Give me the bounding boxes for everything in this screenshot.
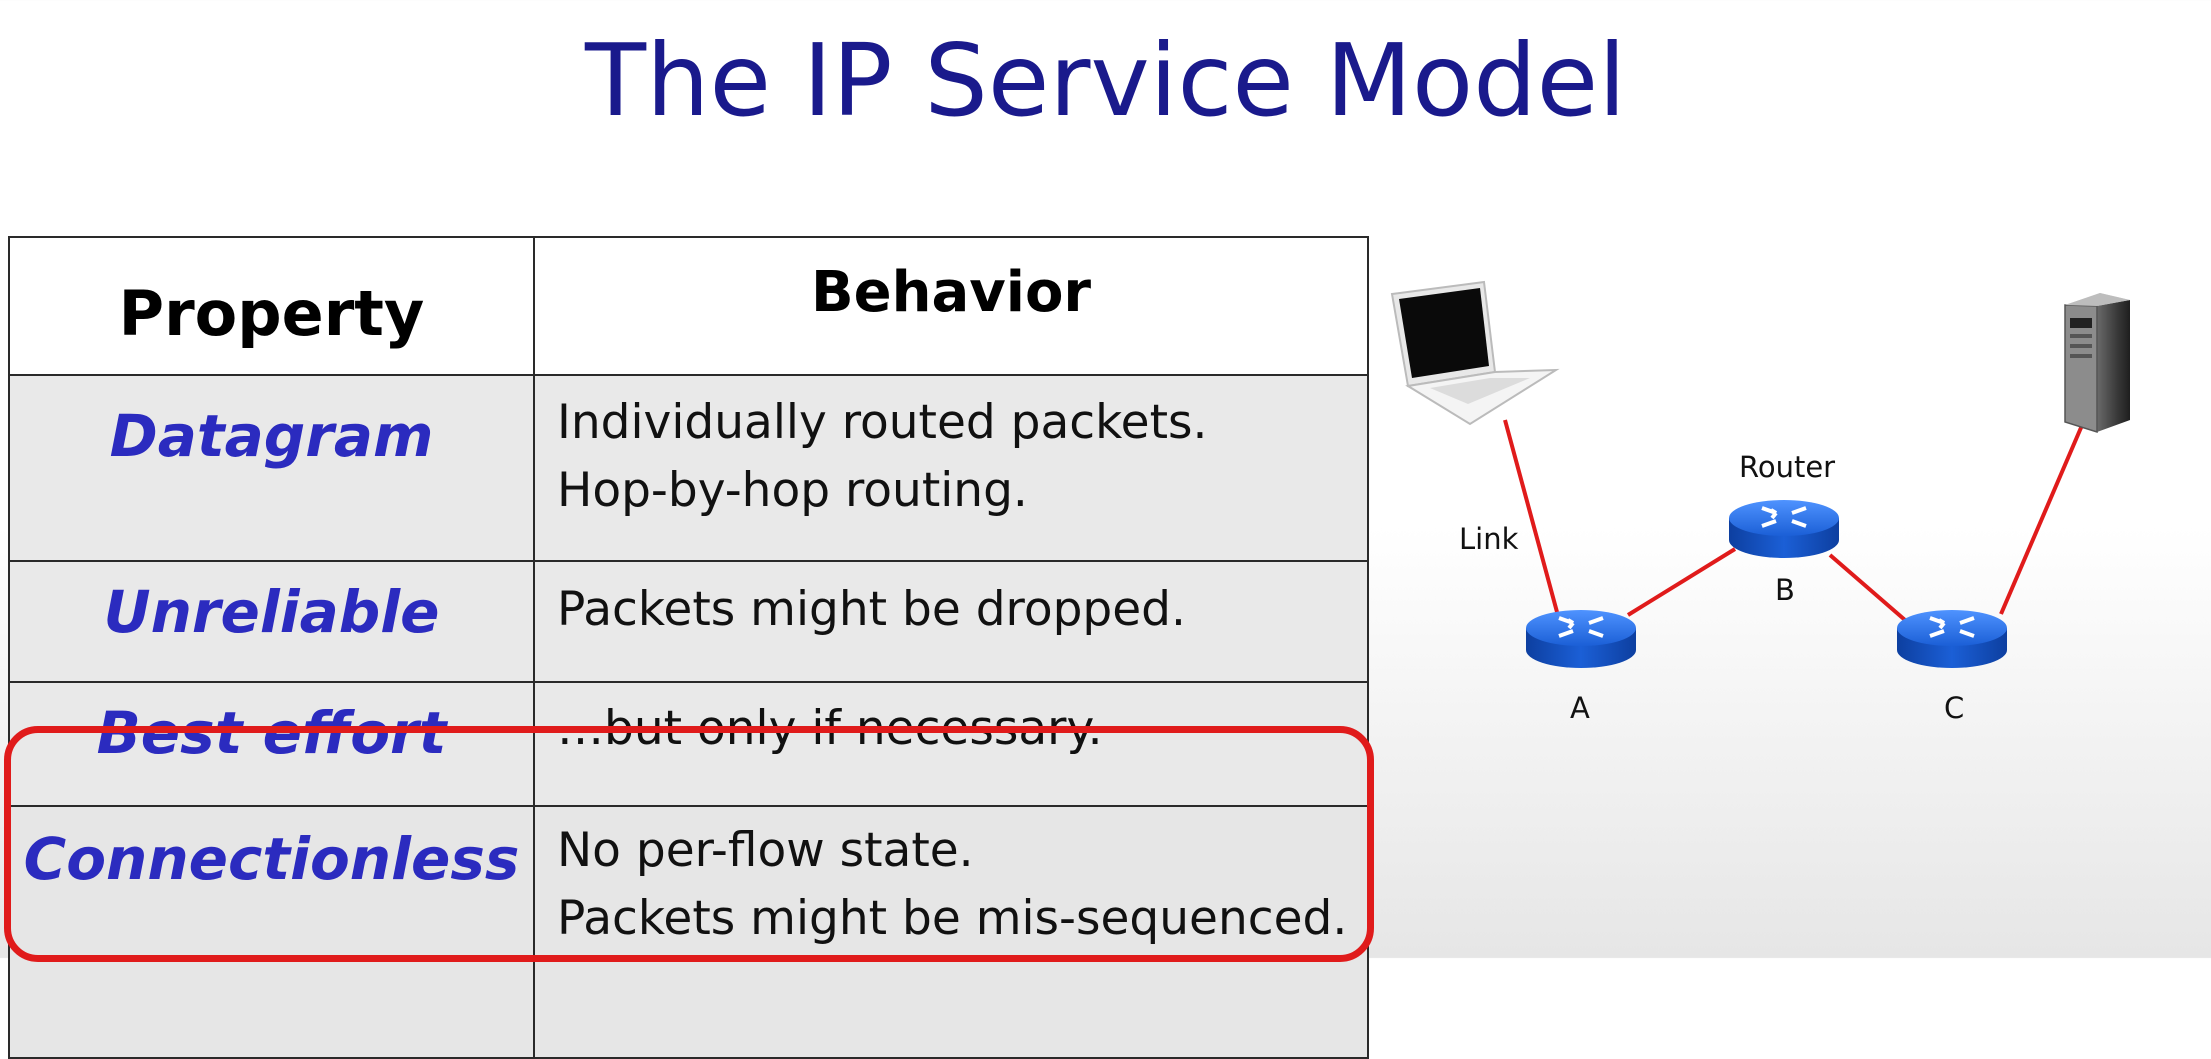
behavior-line: Hop-by-hop routing.: [557, 463, 1028, 518]
laptop-icon: [1390, 280, 1560, 426]
property-name: Best effort: [8, 681, 535, 807]
table-row: Best effort …but only if necessary.: [8, 681, 1369, 807]
table-header-row: Property Behavior: [8, 236, 1369, 376]
property-name: Unreliable: [8, 560, 535, 683]
table-row: Unreliable Packets might be dropped.: [8, 560, 1369, 683]
link-label: Link: [1459, 522, 1519, 556]
header-behavior: Behavior: [533, 236, 1369, 376]
node-label-a: A: [1570, 691, 1590, 725]
network-diagram: Link Router B A C: [1390, 280, 2130, 725]
router-icon: [1526, 610, 1636, 668]
table-row: Datagram Individually routed packets. Ho…: [8, 374, 1369, 562]
property-behavior: Packets might be dropped.: [533, 560, 1369, 683]
behavior-line: Individually routed packets.: [557, 395, 1208, 450]
link-c-server: [1999, 422, 2085, 615]
link-a-b: [1626, 547, 1737, 617]
header-property: Property: [8, 236, 535, 376]
behavior-line: Packets might be mis-sequenced.: [557, 891, 1348, 946]
behavior-line: Packets might be dropped.: [557, 582, 1186, 637]
link-laptop-a: [1503, 419, 1559, 613]
router-icon: [1729, 500, 1839, 558]
link-b-c: [1828, 553, 1907, 622]
server-icon: [2064, 293, 2130, 434]
behavior-line: No per-flow state.: [557, 823, 974, 878]
router-label: Router: [1739, 450, 1835, 484]
property-behavior: Individually routed packets. Hop-by-hop …: [533, 374, 1369, 562]
property-behavior: …but only if necessary.: [533, 681, 1369, 807]
node-label-b: B: [1775, 573, 1795, 607]
property-name: Datagram: [8, 374, 535, 562]
node-label-c: C: [1944, 691, 1964, 725]
slide-title: The IP Service Model: [585, 22, 1626, 139]
router-icon: [1897, 610, 2007, 668]
